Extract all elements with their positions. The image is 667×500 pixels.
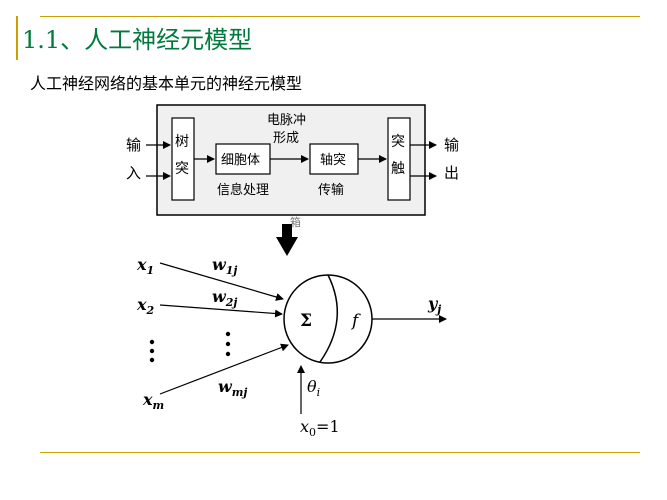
synapse-box xyxy=(387,117,411,201)
weight-wmj: wmj xyxy=(218,377,247,399)
edge-x1 xyxy=(159,262,284,301)
edge-x2 xyxy=(159,304,283,318)
dendrite-box xyxy=(171,117,195,201)
synapse-label-2: 触 xyxy=(391,161,405,177)
input-ellipsis-dots xyxy=(149,339,155,363)
weight-w2j: w2j xyxy=(212,287,237,309)
output-label-1: 输 xyxy=(444,136,459,154)
bottom-rule xyxy=(40,452,640,453)
input-x1: x1 xyxy=(136,255,154,277)
synapse-label-1: 突 xyxy=(391,134,405,150)
axon-label: 轴突 xyxy=(320,152,346,168)
activation-function: f xyxy=(350,311,361,331)
weight-w1j: w1j xyxy=(212,255,237,277)
artificial-neuron: x1 x2 xm w1j w2j wmj Σ f yj θi x0=1 xyxy=(136,255,447,439)
input-label-1: 输 xyxy=(126,136,141,154)
down-arrow xyxy=(276,224,298,256)
input-label-2: 入 xyxy=(126,164,141,182)
input-xm: xm xyxy=(142,390,164,412)
threshold-theta: θi xyxy=(307,377,320,399)
cell-body-label: 细胞体 xyxy=(221,153,260,168)
output-label-2: 出 xyxy=(444,164,459,182)
partial-caption: 箱 xyxy=(290,215,301,229)
slide-title: 1.1、人工神经元模型 xyxy=(22,26,253,54)
impulse-label-2: 形成 xyxy=(273,131,299,146)
edge-xm xyxy=(159,343,289,395)
bias-input: x0=1 xyxy=(300,417,340,439)
dendrite-label-2: 突 xyxy=(175,161,189,177)
dendrite-label-1: 树 xyxy=(175,134,189,150)
input-x2: x2 xyxy=(136,295,155,317)
weight-ellipsis-dots xyxy=(225,331,231,357)
info-processing-label: 信息处理 xyxy=(217,182,269,198)
impulse-label-1: 电脉冲 xyxy=(267,113,306,128)
sum-symbol: Σ xyxy=(300,311,312,331)
output-y: yj xyxy=(427,294,441,316)
top-rule xyxy=(40,16,640,17)
slide-subtitle: 人工神经网络的基本单元的神经元模型 xyxy=(30,74,303,93)
transmission-label: 传输 xyxy=(318,182,344,198)
neuron-divider xyxy=(319,274,339,363)
biological-neuron: 输 入 树 突 细胞体 轴突 突 触 输 出 电脉冲 形成 信息处理 传输 箱 xyxy=(126,104,459,229)
left-rule xyxy=(16,16,18,60)
